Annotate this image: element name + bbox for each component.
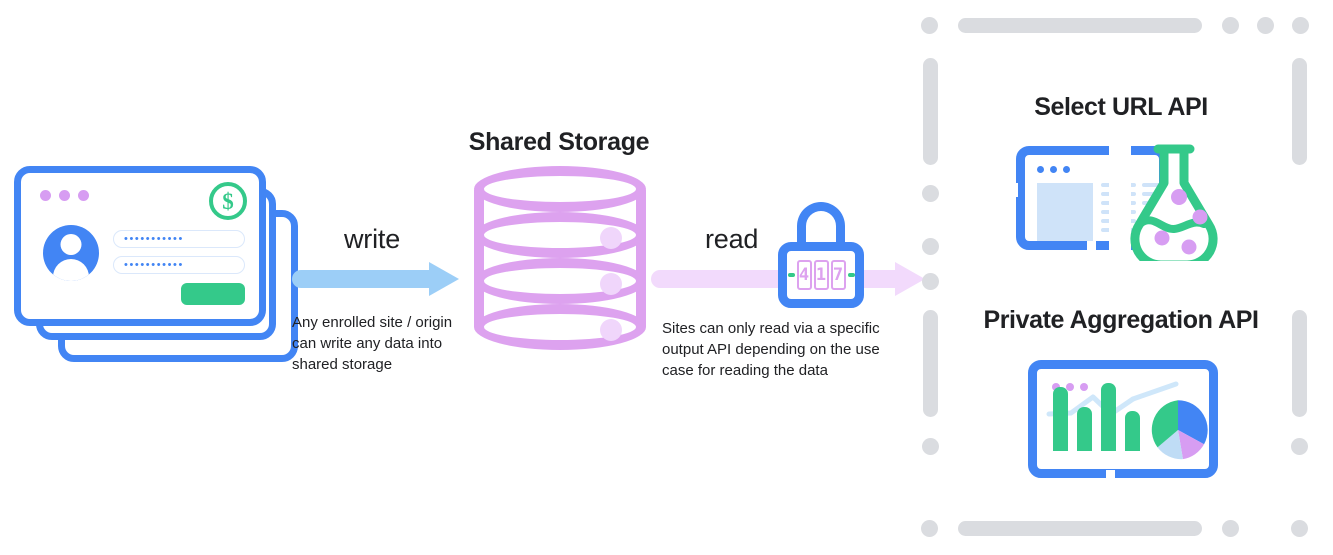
read-arrow-head xyxy=(895,262,925,296)
panel-dash-left-5 xyxy=(923,310,938,417)
read-caption: Sites can only read via a specific outpu… xyxy=(662,320,880,379)
lock-tick-right xyxy=(847,273,855,277)
avatar xyxy=(43,225,99,281)
chart-bar-2 xyxy=(1077,407,1092,451)
write-arrow-body xyxy=(292,270,434,288)
lock-dials: 4 1 7 xyxy=(778,242,864,308)
chart-bar-4 xyxy=(1125,411,1140,451)
lock-shackle xyxy=(797,202,845,250)
panel-dash-top-4 xyxy=(1257,17,1274,34)
shared-storage-cylinder xyxy=(474,166,646,351)
panel-dash-top-3 xyxy=(1222,17,1239,34)
browser-dot-3 xyxy=(1063,166,1070,173)
chart-window-bottom-notch xyxy=(1106,470,1115,482)
panel-dash-bottom-3 xyxy=(1222,520,1239,537)
flask-icon xyxy=(1130,144,1218,261)
browser-dot-1 xyxy=(1037,166,1044,173)
panel-dash-bottom-1 xyxy=(921,520,938,537)
password-field[interactable]: ••••••••••• xyxy=(113,256,245,274)
lock-digit-3: 7 xyxy=(830,260,846,290)
cylinder-band-2 xyxy=(474,212,646,258)
window-dot-3 xyxy=(78,190,89,201)
pie-chart xyxy=(1151,400,1208,460)
window-bottom-notch xyxy=(1087,241,1096,255)
cylinder-band-1 xyxy=(474,166,646,212)
select-url-api-title: Select URL API xyxy=(1034,93,1208,121)
panel-dash-left-6 xyxy=(922,438,939,455)
flask-cutout xyxy=(1109,143,1131,261)
cylinder-side-right xyxy=(636,190,646,327)
chart-bar-3 xyxy=(1101,383,1116,451)
submit-button[interactable] xyxy=(181,283,245,305)
window-dot-1 xyxy=(40,190,51,201)
write-arrow xyxy=(292,262,459,296)
browser-flask-icon xyxy=(1004,143,1231,261)
chart-window-dot-3 xyxy=(1080,383,1088,391)
avatar-head xyxy=(60,234,82,255)
site-card-front: $ ••••••••••• ••••••••••• xyxy=(14,166,266,326)
write-caption: Any enrolled site / origin can write any… xyxy=(292,314,453,373)
panel-dash-left-3 xyxy=(922,238,939,255)
panel-dash-right-3 xyxy=(1291,438,1308,455)
private-aggregation-api-title: Private Aggregation API xyxy=(983,306,1259,334)
panel-dash-left-4 xyxy=(922,273,939,290)
chart-window-dot-2 xyxy=(1066,383,1074,391)
output-apis-panel: Select URL API xyxy=(921,10,1321,545)
dollar-icon: $ xyxy=(209,182,247,220)
panel-dash-bottom-4 xyxy=(1291,520,1308,537)
content-block xyxy=(1037,183,1093,241)
panel-dash-top-5 xyxy=(1292,17,1309,34)
write-label: write xyxy=(344,224,401,254)
lock-tick-left xyxy=(787,273,795,277)
cylinder-dot-1 xyxy=(600,227,622,249)
panel-dash-right-2 xyxy=(1292,310,1307,417)
chart-bar-1 xyxy=(1053,387,1068,451)
username-field[interactable]: ••••••••••• xyxy=(113,230,245,248)
panel-dash-left-1 xyxy=(923,58,938,165)
window-dot-2 xyxy=(59,190,70,201)
panel-dash-right-1 xyxy=(1292,58,1307,165)
window-left-notch xyxy=(1004,183,1018,197)
shared-storage-title: Shared Storage xyxy=(468,128,650,156)
lock-digit-2: 1 xyxy=(813,260,829,290)
panel-dash-left-2 xyxy=(922,185,939,202)
lock-body xyxy=(778,242,864,308)
browser-chart-icon xyxy=(1028,360,1218,482)
lock-digit-1: 4 xyxy=(796,260,812,290)
read-label: read xyxy=(705,224,759,254)
lock-icon: 4 1 7 xyxy=(778,202,864,308)
cylinder-dot-3 xyxy=(600,319,622,341)
panel-dash-top-1 xyxy=(921,17,938,34)
stacked-site-cards: $ ••••••••••• ••••••••••• xyxy=(14,166,304,366)
panel-dash-bottom-2 xyxy=(958,521,1202,536)
avatar-body xyxy=(53,259,89,281)
panel-dash-top-2 xyxy=(958,18,1202,33)
cylinder-dot-2 xyxy=(600,273,622,295)
chart-window-shape xyxy=(1028,360,1218,478)
cylinder-side-left xyxy=(474,190,484,327)
write-arrow-head xyxy=(429,262,459,296)
browser-dot-2 xyxy=(1050,166,1057,173)
